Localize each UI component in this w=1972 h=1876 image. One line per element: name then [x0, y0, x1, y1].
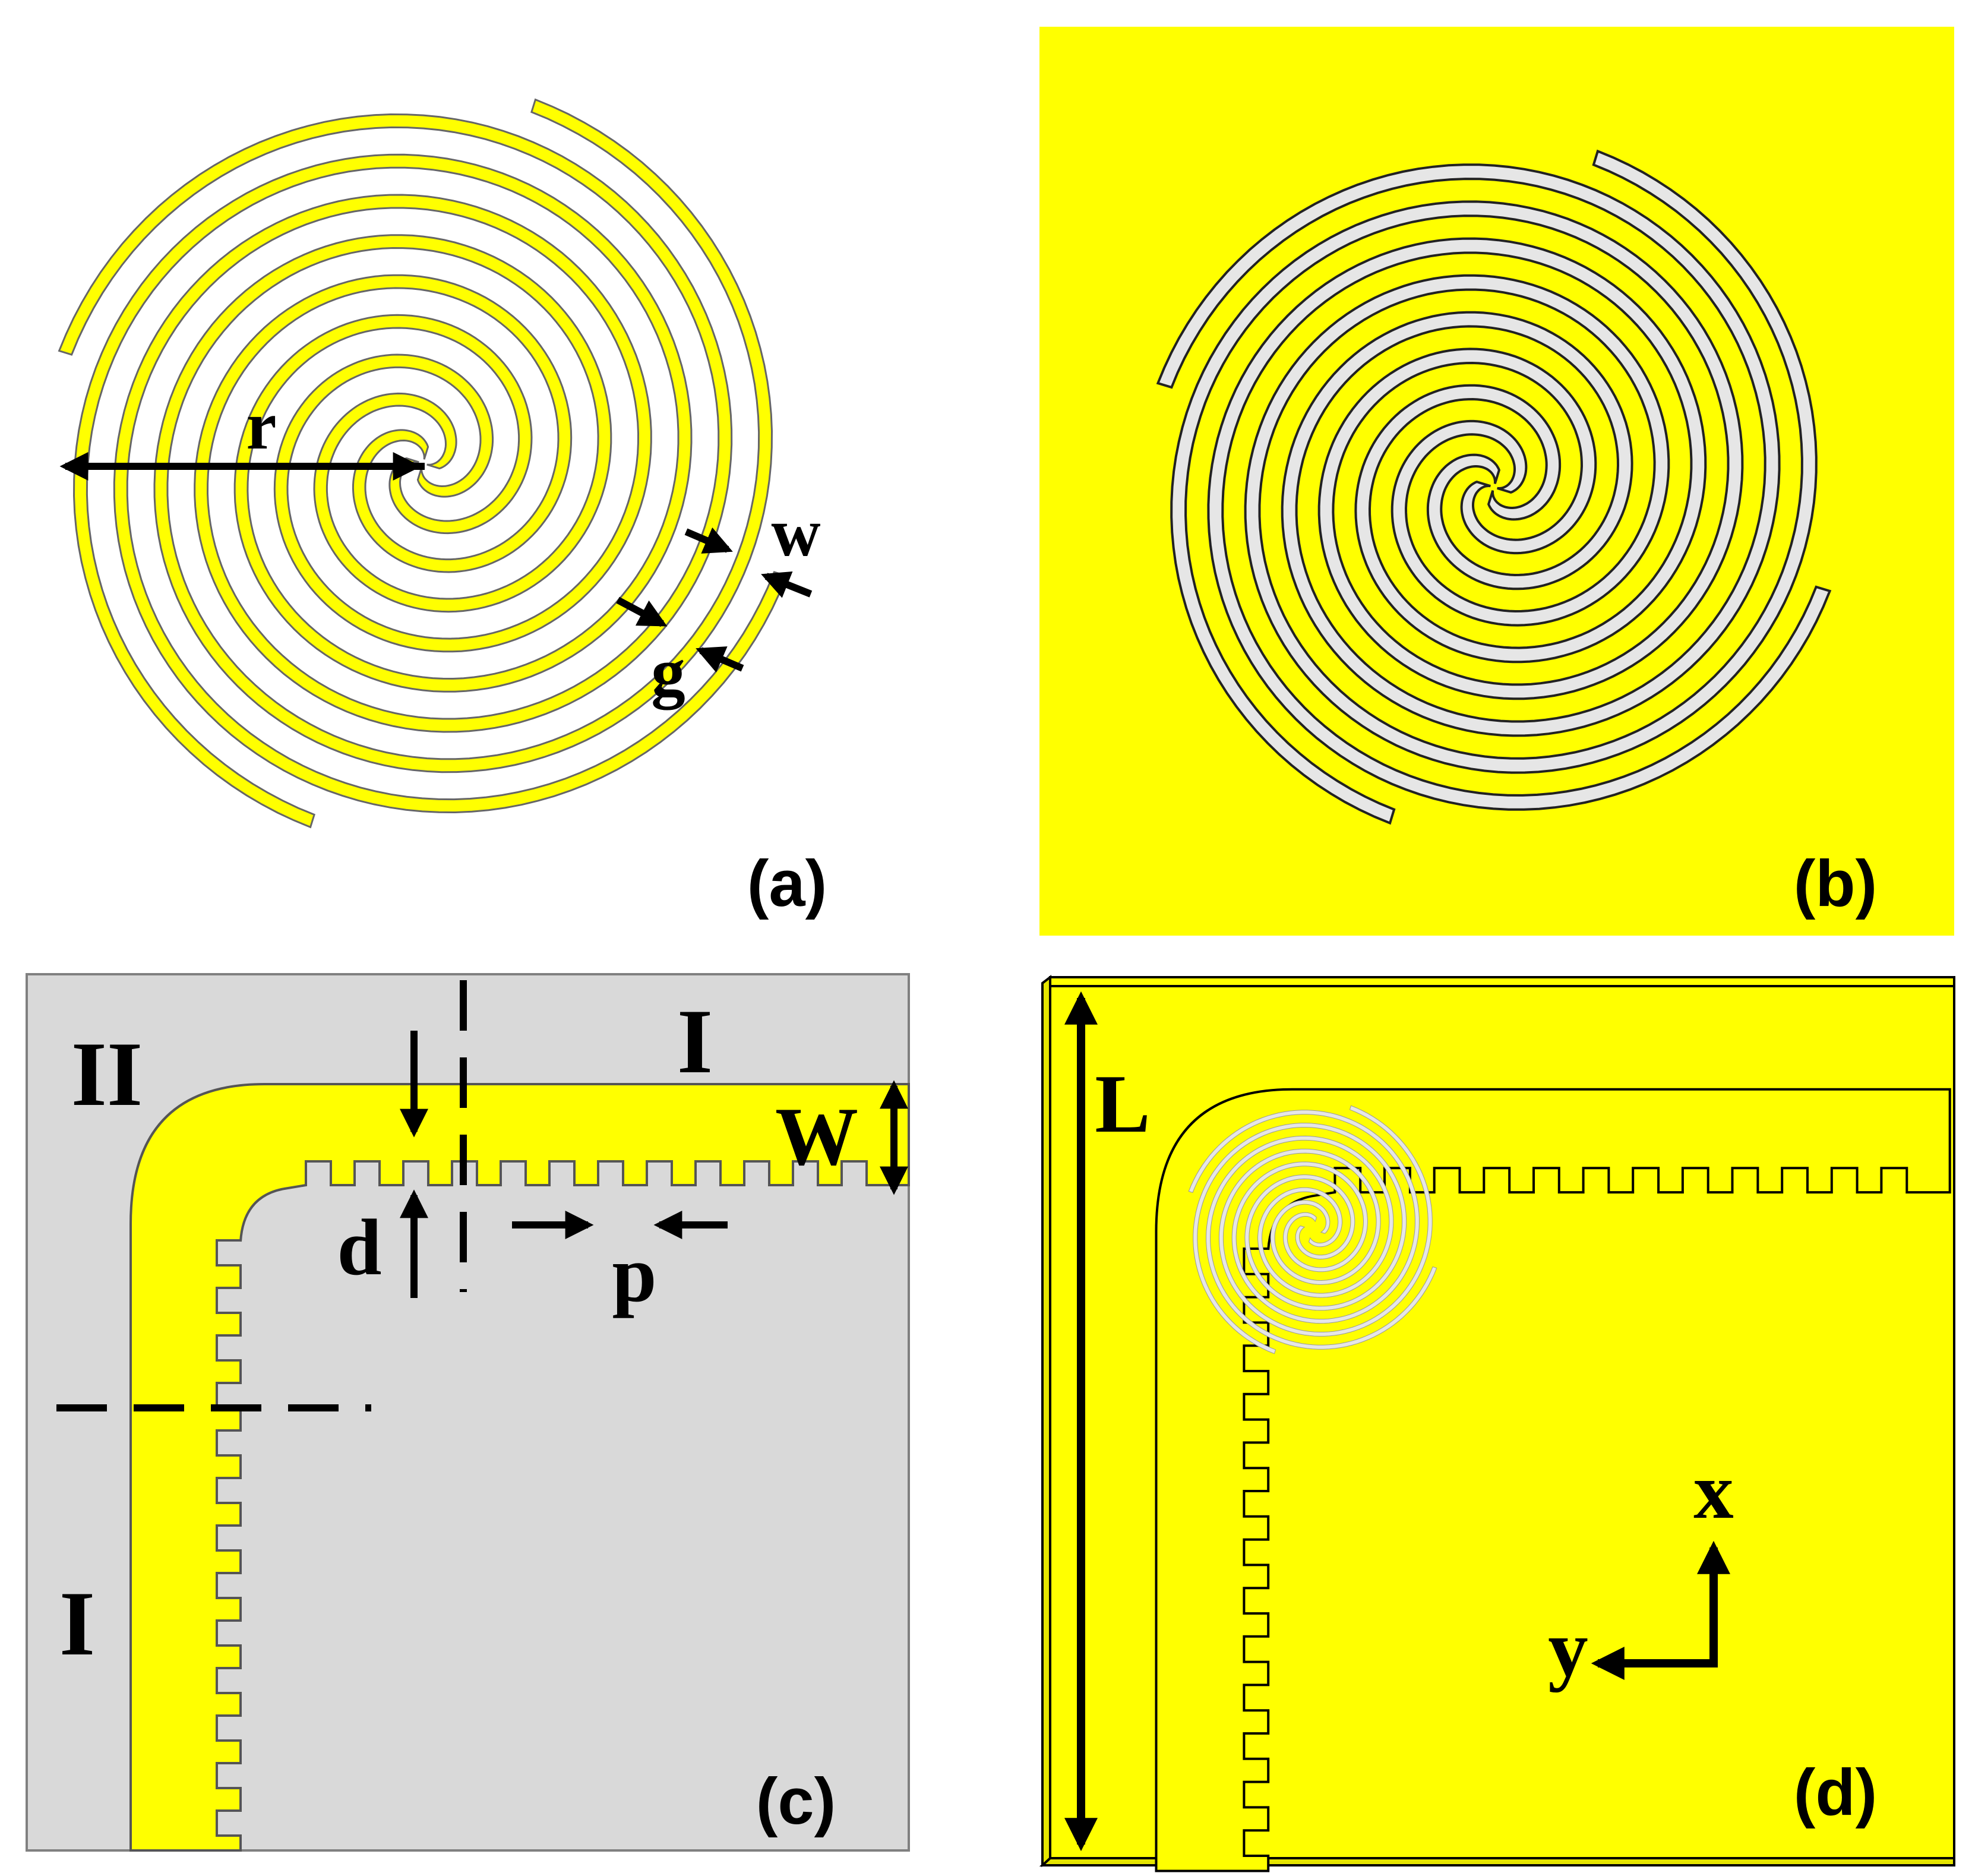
groove-period-label: p — [612, 1230, 656, 1319]
gap-arrow-right — [696, 646, 744, 673]
region-label-bottom-left: I — [59, 1572, 95, 1675]
gap-label: g — [651, 634, 685, 710]
spiral-b — [1156, 149, 1832, 825]
spiral-arm — [1156, 163, 1781, 737]
caption-d: (d) — [1794, 1756, 1877, 1829]
spiral-arm — [153, 98, 773, 773]
spiral-d — [1188, 1105, 1437, 1354]
width-arrow-right — [761, 571, 813, 598]
caption-a: (a) — [747, 847, 827, 920]
spiral-arm — [1207, 237, 1832, 811]
x-axis-label: x — [1693, 1447, 1734, 1536]
panel-a: r w g (a) — [58, 98, 827, 920]
y-axis-label: y — [1548, 1605, 1588, 1693]
spiral-a — [58, 98, 788, 829]
spiral-arm — [1193, 1123, 1407, 1354]
panel-b: (b) — [1039, 27, 1954, 936]
caption-b: (b) — [1794, 847, 1877, 920]
region-label-top-right: I — [677, 990, 713, 1092]
spiral-arm — [1206, 1135, 1437, 1350]
radius-label: r — [246, 388, 276, 463]
spiral-arm — [1170, 200, 1744, 825]
spiral-arm — [1244, 149, 1818, 774]
gap-arrow-left — [616, 596, 668, 627]
caption-c: (c) — [756, 1765, 836, 1838]
length-label: L — [1095, 1058, 1150, 1150]
strip-width-label: W — [775, 1091, 858, 1183]
width-arrow-left — [684, 527, 733, 554]
panel-c: II I I W d p (c) — [26, 973, 910, 1852]
groove-depth-label: d — [337, 1204, 381, 1292]
spiral-arm — [58, 113, 733, 733]
strip-c — [129, 1083, 910, 1852]
spiral-arm — [1188, 1110, 1420, 1324]
panel-d: L x y (d) — [1039, 974, 1955, 1872]
width-label: w — [771, 495, 820, 570]
region-label-top-left: II — [71, 1023, 143, 1125]
spiral-arm — [1218, 1105, 1433, 1337]
spiral-arm — [72, 153, 693, 829]
